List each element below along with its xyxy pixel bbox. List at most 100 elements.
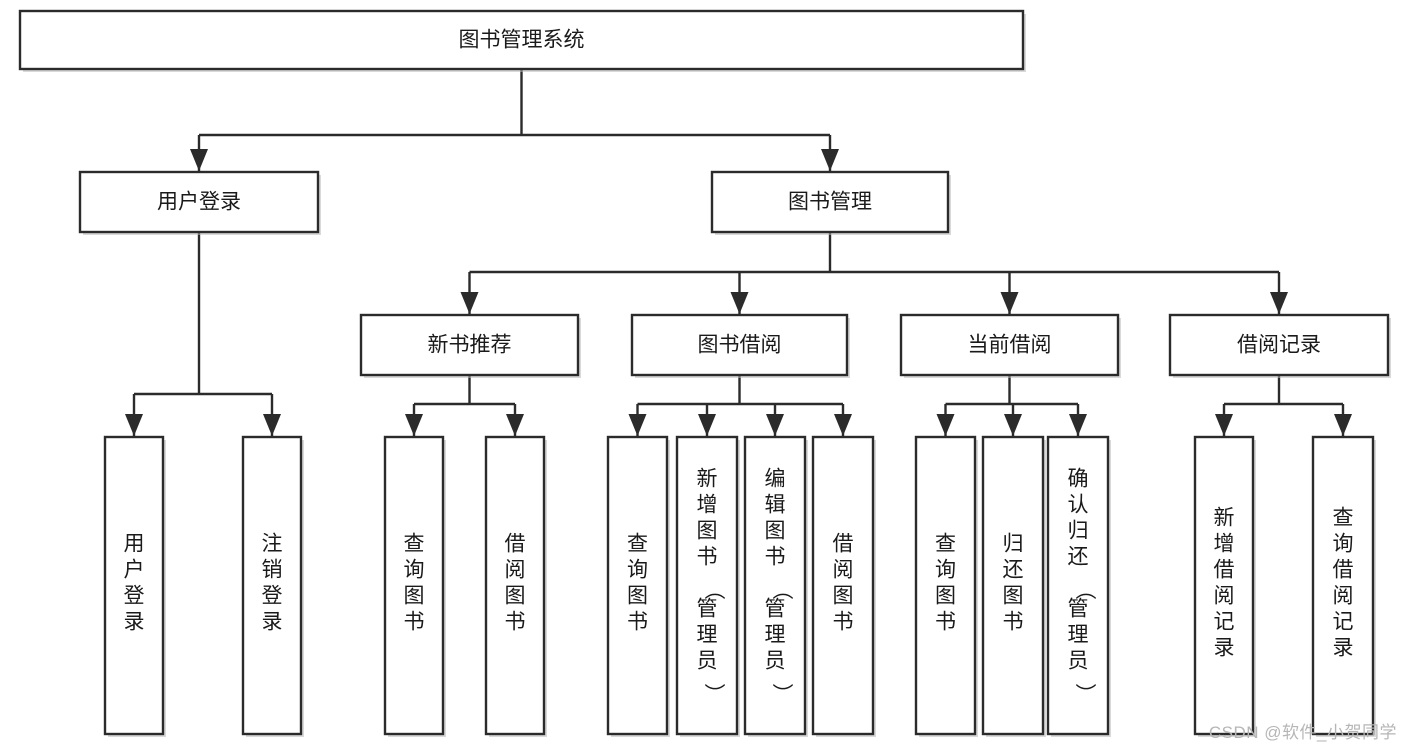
arrow-head-icon [698,414,716,436]
node-label-char: 阅 [1333,585,1354,608]
node-rect [359,313,580,377]
arrow-head-shape [730,292,749,314]
arrow-head-icon [1334,414,1352,436]
node-label-char: 图 [935,585,956,608]
arrow-head-shape [628,414,647,436]
node-label-char: 图 [404,585,425,608]
arrow-head-shape [506,414,524,436]
node-label-char: 录 [1214,637,1235,660]
node-label-char: 阅 [1214,585,1235,608]
node-label: 借阅记录 [1237,334,1321,357]
node-label-char: 管 [765,598,786,621]
node-module-用户登录[interactable]: 用户登录 [78,170,321,235]
node-label-char: 归 [1068,520,1089,543]
arrow-head-icon [405,414,423,436]
arrow-head-shape [1270,292,1288,314]
arrow-head-shape [698,414,716,436]
node-label-char: 增 [697,494,718,517]
arrow-head-shape [821,149,839,171]
arrow-head-shape [125,414,143,436]
node-label-char: 图 [765,520,786,543]
arrow-head-icon [263,414,281,436]
node-rect [1168,313,1390,377]
node-rect [899,313,1120,377]
node-submodule-借阅记录[interactable]: 借阅记录 [1168,313,1391,378]
node-submodule-新书推荐[interactable]: 新书推荐 [359,313,581,378]
node-label-char: 借 [833,533,854,556]
watermark-label: CSDN @软件_小贺同学 [1208,723,1397,742]
node-label: 用户登录 [157,191,241,214]
arrow-head-icon [628,414,647,436]
node-label-char: 查 [627,533,648,556]
node-label-char: （ [1073,579,1096,600]
node-label-char: （ [702,579,725,600]
node-label: 图书管理 [788,191,872,214]
node-rect [1193,435,1255,736]
node-label: 新书推荐 [428,334,512,357]
arrow-head-icon [506,414,524,436]
node-label-char: 询 [935,559,956,582]
arrow-head-icon [730,292,749,314]
node-label-char: 录 [124,611,145,634]
node-rect [241,435,303,736]
arrow-head-icon [1215,414,1233,436]
node-rect [914,435,977,736]
node-label-char: 阅 [833,559,854,582]
node-label-char: 管 [697,598,718,621]
node-label-char: 理 [697,624,718,647]
node-label-char: 员 [697,650,718,673]
node-label-char: 图 [627,585,648,608]
node-rect [630,313,849,377]
arrow-head-shape [936,414,955,436]
node-rect [1046,435,1110,736]
node-label-char: 书 [1003,611,1024,634]
arrow-head-icon [460,292,479,314]
node-label-char: 查 [935,533,956,556]
node-label-char: ） [770,683,793,704]
node-label: 图书借阅 [698,334,782,357]
node-label-char: ） [702,683,725,704]
nodes-layer: 图书管理系统用户登录图书管理新书推荐图书借阅当前借阅借阅记录用户登录注销登录查询… [18,9,1391,737]
node-label-char: 阅 [505,559,526,582]
connectors-layer [125,69,1352,436]
node-label-char: 增 [1214,533,1235,556]
node-label-char: 记 [1214,611,1235,634]
node-leaf-用户登录[interactable]: 用户登录 [103,435,166,737]
node-label-char: 用 [124,533,145,556]
arrow-head-icon [1270,292,1288,314]
node-label-char: 图 [697,520,718,543]
node-label-char: 记 [1333,611,1354,634]
node-submodule-图书借阅[interactable]: 图书借阅 [630,313,850,378]
arrow-head-shape [834,414,852,436]
node-label-char: 销 [262,559,283,582]
node-label-char: 新 [697,468,718,491]
node-module-图书管理[interactable]: 图书管理 [710,170,951,235]
node-label-char: 借 [505,533,526,556]
arrow-head-shape [1000,292,1019,314]
node-label-char: 书 [697,546,718,569]
arrow-head-icon [936,414,955,436]
node-rect [710,170,950,234]
arrow-head-icon [1069,414,1087,436]
node-label-char: 户 [124,559,145,582]
node-label-char: 书 [833,611,854,634]
node-rect [383,435,445,736]
arrow-head-shape [263,414,281,436]
node-label-char: 新 [1214,507,1235,530]
node-submodule-当前借阅[interactable]: 当前借阅 [899,313,1121,378]
node-root-图书管理系统[interactable]: 图书管理系统 [18,9,1026,72]
node-label-char: 询 [404,559,425,582]
node-label-char: 辑 [765,494,786,517]
